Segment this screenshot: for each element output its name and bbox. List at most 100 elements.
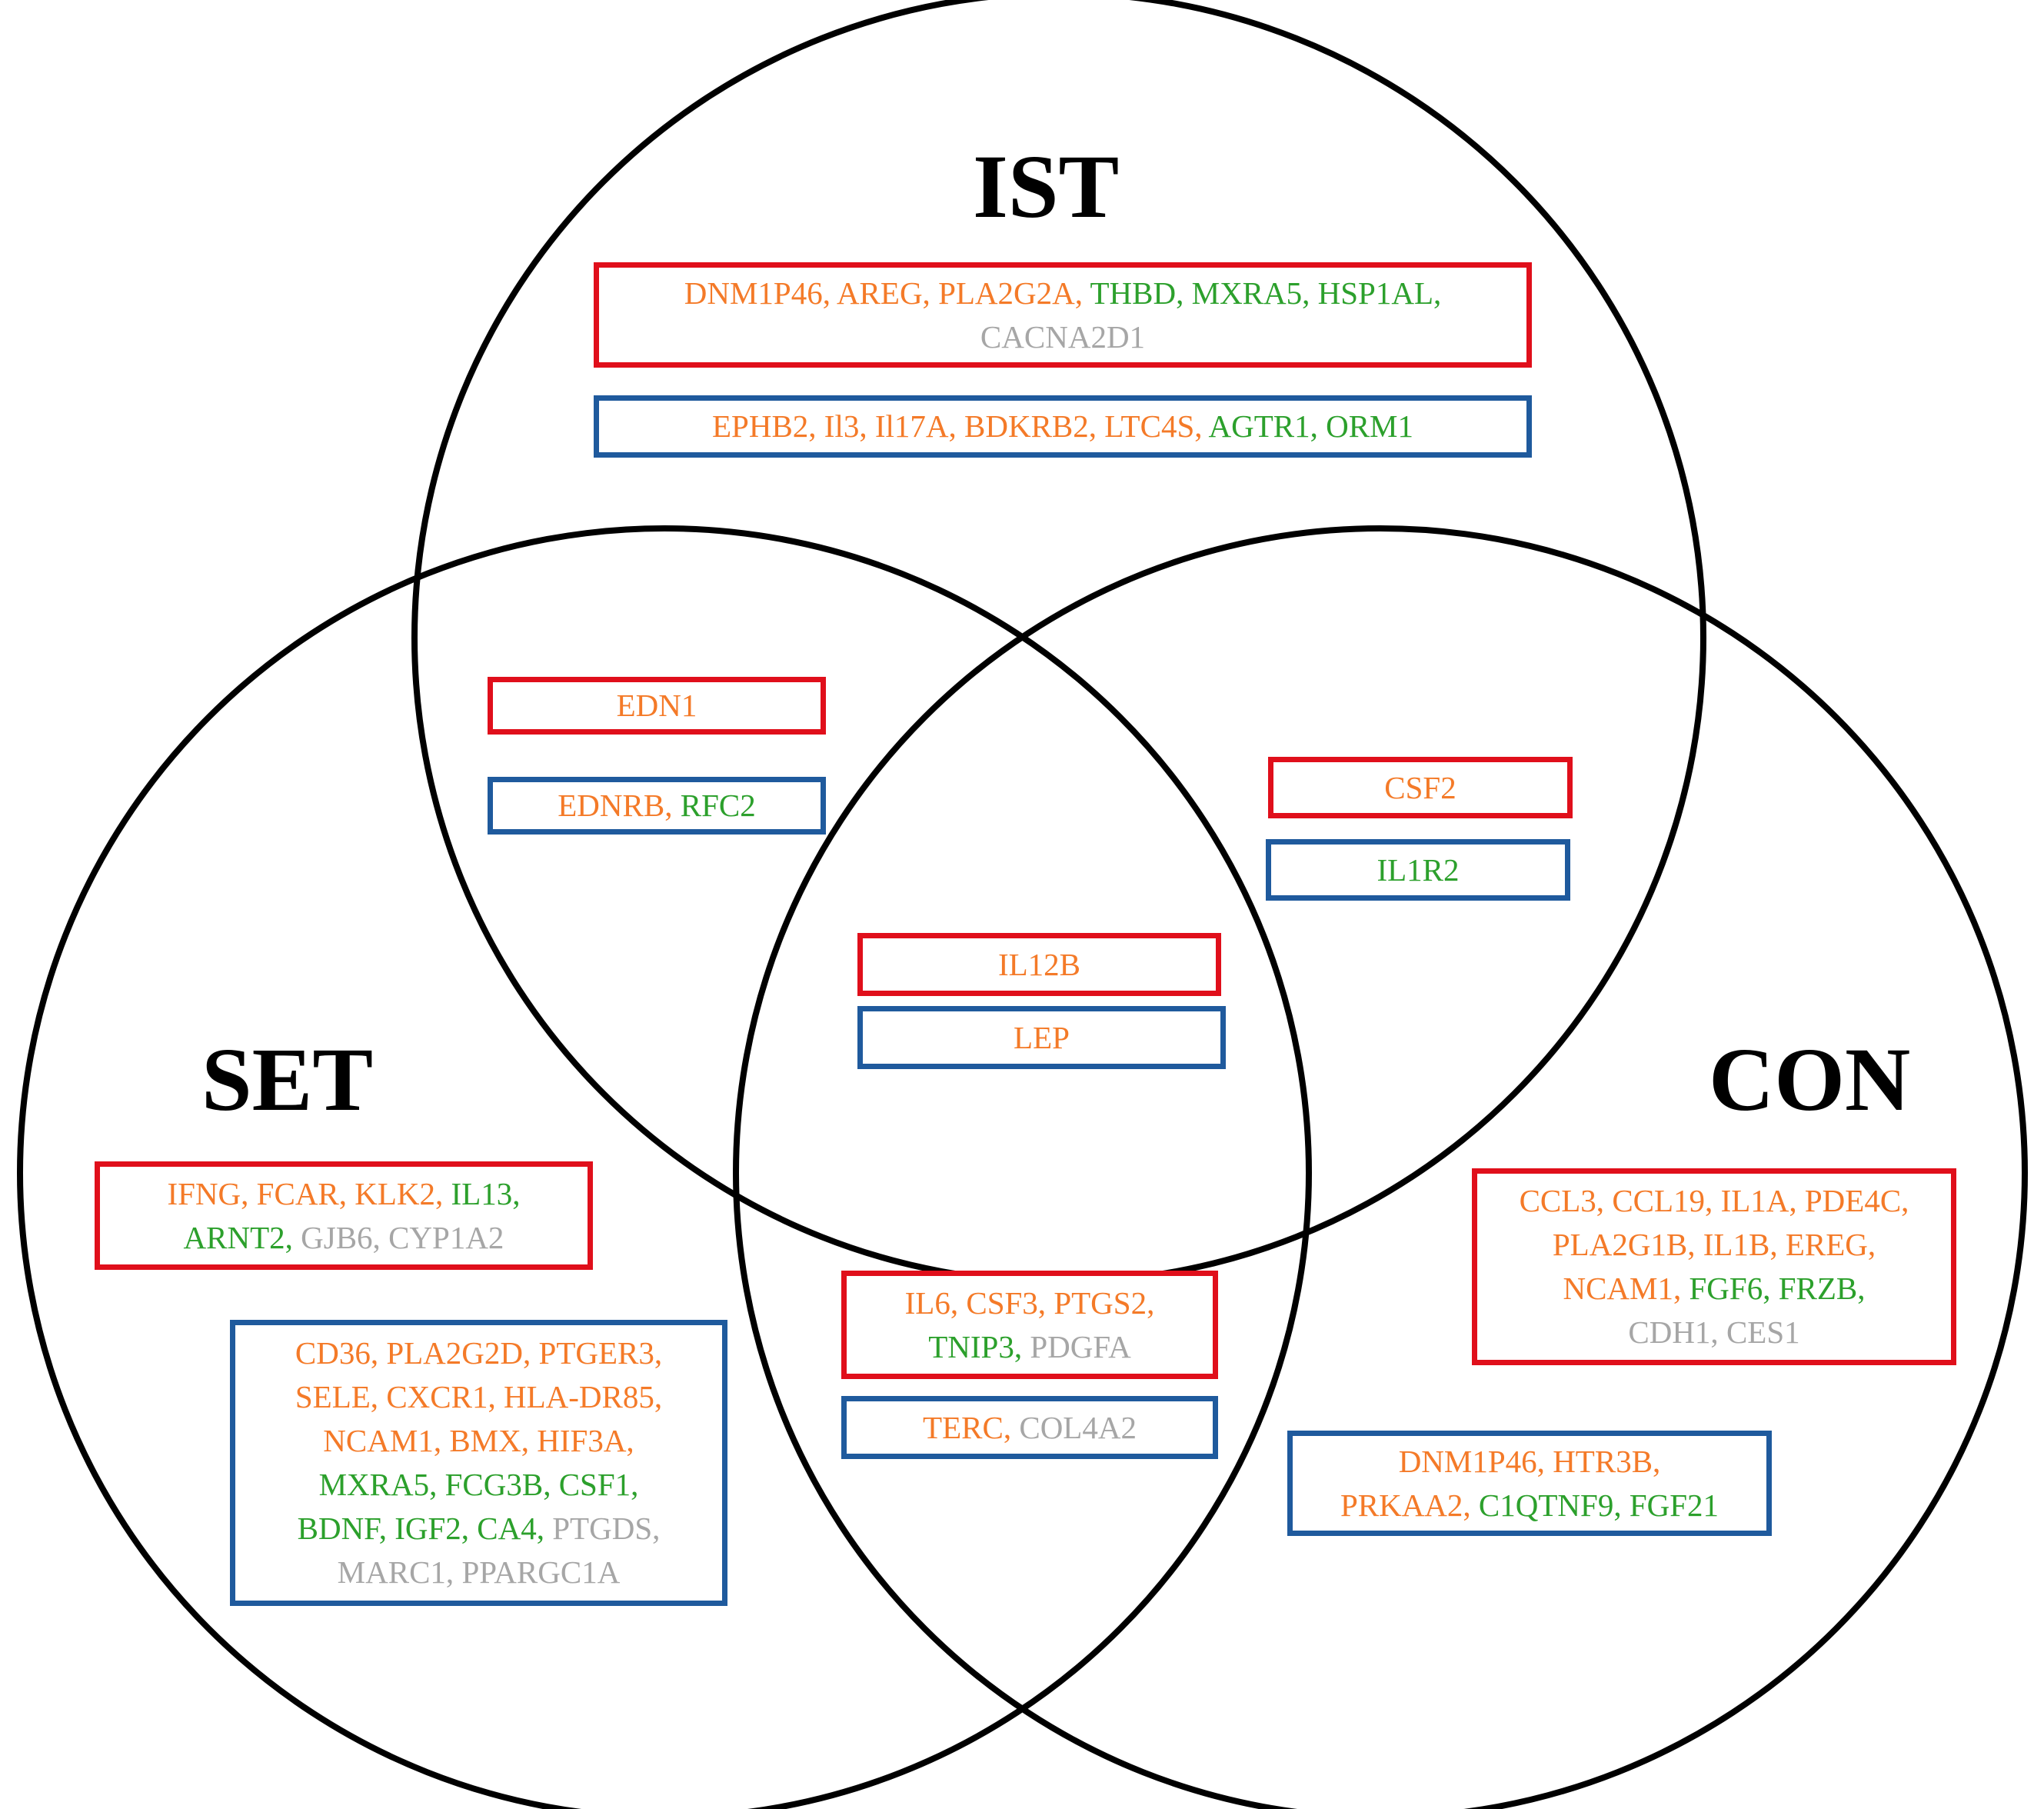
gene-label: KLK2,	[355, 1175, 451, 1211]
gene-label: GJB6,	[301, 1219, 389, 1255]
ist-only-red-gene-list: DNM1P46, AREG, PLA2G2A, THBD, MXRA5, HSP…	[684, 272, 1442, 359]
set-only-red-box: IFNG, FCAR, KLK2, IL13, ARNT2, GJB6, CYP1…	[95, 1161, 593, 1270]
all-three-blue-box: LEP	[857, 1006, 1226, 1069]
gene-label: CCL3,	[1519, 1183, 1613, 1218]
all-three-red-box: IL12B	[857, 933, 1221, 996]
gene-label: TERC,	[923, 1409, 1020, 1445]
gene-line: CSF2	[1384, 766, 1456, 810]
gene-label: Il17A,	[874, 408, 964, 444]
ist-only-blue-gene-list: EPHB2, Il3, Il17A, BDKRB2, LTC4S, AGTR1,…	[712, 405, 1413, 448]
con-only-red-gene-list: CCL3, CCL19, IL1A, PDE4C,PLA2G1B, IL1B, …	[1520, 1179, 1909, 1354]
gene-line: IL1R2	[1377, 848, 1459, 892]
gene-label: PDGFA	[1030, 1328, 1131, 1364]
gene-label: FGF6,	[1689, 1271, 1779, 1306]
gene-label: PPARGC1A	[461, 1554, 621, 1590]
all-three-blue-gene-list: LEP	[1014, 1016, 1070, 1060]
gene-label: RFC2	[680, 788, 756, 823]
gene-label: BDKRB2,	[964, 408, 1105, 444]
ist-con-red-gene-list: CSF2	[1384, 766, 1456, 810]
gene-label: PDE4C,	[1804, 1183, 1909, 1218]
ist-set-title: IST	[973, 136, 1120, 237]
gene-label: EPHB2,	[711, 408, 824, 444]
gene-line: ARNT2, GJB6, CYP1A2	[167, 1216, 520, 1260]
gene-label: MXRA5,	[1191, 275, 1318, 311]
gene-line: DNM1P46, AREG, PLA2G2A, THBD, MXRA5, HSP…	[684, 272, 1442, 315]
gene-label: C1QTNF9,	[1478, 1487, 1630, 1523]
gene-label: AREG,	[836, 275, 939, 311]
gene-label: HSP1AL,	[1317, 275, 1442, 311]
ist-only-blue-box: EPHB2, Il3, Il17A, BDKRB2, LTC4S, AGTR1,…	[594, 395, 1532, 458]
set-con-blue-box: TERC, COL4A2	[841, 1396, 1218, 1459]
gene-label: ARNT2,	[183, 1219, 301, 1255]
gene-label: PTGER3,	[538, 1335, 663, 1371]
gene-line: EDNRB, RFC2	[558, 784, 755, 828]
gene-label: EDNRB,	[558, 788, 681, 823]
gene-label: HTR3B,	[1553, 1443, 1661, 1479]
gene-label: IL13,	[451, 1175, 521, 1211]
gene-label: CSF2	[1384, 769, 1456, 805]
gene-label: NCAM1,	[1563, 1271, 1689, 1306]
gene-label: DNM1P46,	[1398, 1443, 1553, 1479]
gene-line: PRKAA2, C1QTNF9, FGF21	[1340, 1484, 1719, 1527]
set-only-red-gene-list: IFNG, FCAR, KLK2, IL13, ARNT2, GJB6, CYP1…	[167, 1172, 520, 1260]
set-con-blue-gene-list: TERC, COL4A2	[923, 1406, 1137, 1450]
gene-label: PTGS2,	[1054, 1284, 1155, 1321]
gene-label: IFNG,	[167, 1175, 257, 1211]
gene-label: IL1B,	[1703, 1227, 1786, 1262]
ist-set-blue-box: EDNRB, RFC2	[488, 777, 826, 835]
gene-label: BMX,	[449, 1423, 538, 1458]
ist-con-red-box: CSF2	[1268, 757, 1573, 818]
gene-line: MXRA5, FCG3B, CSF1,	[295, 1463, 662, 1507]
gene-line: MARC1, PPARGC1A	[295, 1551, 662, 1594]
gene-label: FGF21	[1629, 1487, 1719, 1523]
gene-label: MARC1,	[337, 1554, 462, 1590]
set-set-title: SET	[201, 1029, 374, 1130]
gene-label: CSF3,	[966, 1284, 1054, 1321]
gene-label: AGTR1,	[1208, 408, 1327, 444]
gene-label: CCL19,	[1612, 1183, 1721, 1218]
gene-label: CES1	[1726, 1314, 1800, 1350]
gene-label: PLA2G1B,	[1552, 1227, 1703, 1262]
ist-set-red-gene-list: EDN1	[617, 684, 697, 728]
gene-line: EDN1	[617, 684, 697, 728]
gene-label: IL1A,	[1720, 1183, 1805, 1218]
gene-label: LEP	[1014, 1019, 1070, 1055]
ist-con-blue-gene-list: IL1R2	[1377, 848, 1459, 892]
gene-line: SELE, CXCR1, HLA-DR85,	[295, 1375, 662, 1419]
gene-label: IL6,	[904, 1284, 967, 1321]
con-only-blue-box: DNM1P46, HTR3B,PRKAA2, C1QTNF9, FGF21	[1287, 1431, 1772, 1536]
gene-label: PRKAA2,	[1340, 1487, 1479, 1523]
gene-line: CD36, PLA2G2D, PTGER3,	[295, 1331, 662, 1375]
gene-label: ORM1	[1326, 408, 1414, 444]
gene-label: CXCR1,	[386, 1379, 504, 1414]
ist-con-blue-box: IL1R2	[1266, 839, 1570, 901]
gene-label: HIF3A,	[537, 1423, 634, 1458]
set-con-red-box: IL6, CSF3, PTGS2,TNIP3, PDGFA	[841, 1271, 1218, 1379]
gene-line: LEP	[1014, 1016, 1070, 1060]
gene-label: CSF1,	[558, 1467, 639, 1502]
gene-label: MXRA5,	[318, 1467, 445, 1502]
gene-label: PLA2G2A,	[938, 275, 1090, 311]
gene-line: EPHB2, Il3, Il17A, BDKRB2, LTC4S, AGTR1,…	[712, 405, 1413, 448]
con-only-red-box: CCL3, CCL19, IL1A, PDE4C,PLA2G1B, IL1B, …	[1472, 1168, 1956, 1365]
gene-label: LTC4S,	[1104, 408, 1209, 444]
gene-label: THBD,	[1090, 275, 1192, 311]
gene-label: BDNF,	[297, 1511, 395, 1546]
ist-set-blue-gene-list: EDNRB, RFC2	[558, 784, 755, 828]
gene-label: CA4,	[477, 1511, 553, 1546]
gene-label: Il3,	[824, 408, 875, 444]
gene-label: FRZB,	[1778, 1271, 1866, 1306]
set-con-red-gene-list: IL6, CSF3, PTGS2,TNIP3, PDGFA	[905, 1281, 1155, 1369]
gene-line: DNM1P46, HTR3B,	[1340, 1440, 1719, 1484]
gene-label: NCAM1,	[323, 1423, 450, 1458]
gene-label: SELE,	[295, 1379, 387, 1414]
set-circle	[17, 525, 1312, 1809]
gene-line: BDNF, IGF2, CA4, PTGDS,	[295, 1507, 662, 1551]
gene-label: EREG,	[1785, 1227, 1876, 1262]
gene-label: DNM1P46,	[684, 275, 837, 311]
gene-line: IL12B	[998, 943, 1080, 987]
gene-label: FCAR,	[256, 1175, 355, 1211]
gene-line: CCL3, CCL19, IL1A, PDE4C,	[1520, 1179, 1909, 1223]
gene-line: NCAM1, FGF6, FRZB,	[1520, 1267, 1909, 1311]
gene-label: FCG3B,	[444, 1467, 559, 1502]
